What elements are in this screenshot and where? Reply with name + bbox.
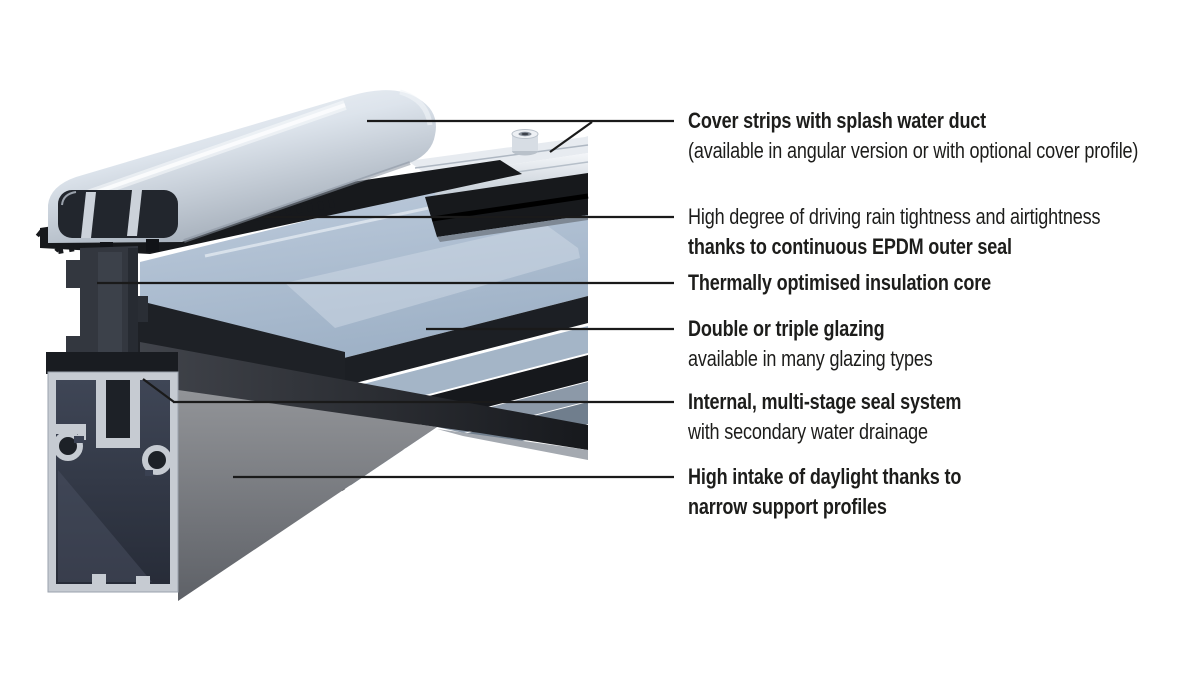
strip-seal: [425, 173, 589, 242]
background-wedge: [100, 427, 588, 675]
glazing-underside: [140, 342, 588, 450]
screw-port: [511, 129, 539, 156]
glazing-spacer-1: [340, 296, 588, 387]
cover-cap-cross-section: [58, 190, 178, 255]
leader-seal-system: [142, 378, 674, 404]
leader-cover-strips: [367, 119, 674, 153]
support-profile-side-face: [178, 390, 437, 601]
glass-bottom-edge: [437, 429, 588, 460]
leader-lines: [97, 119, 674, 479]
support-profile-cross-section: [46, 352, 179, 593]
